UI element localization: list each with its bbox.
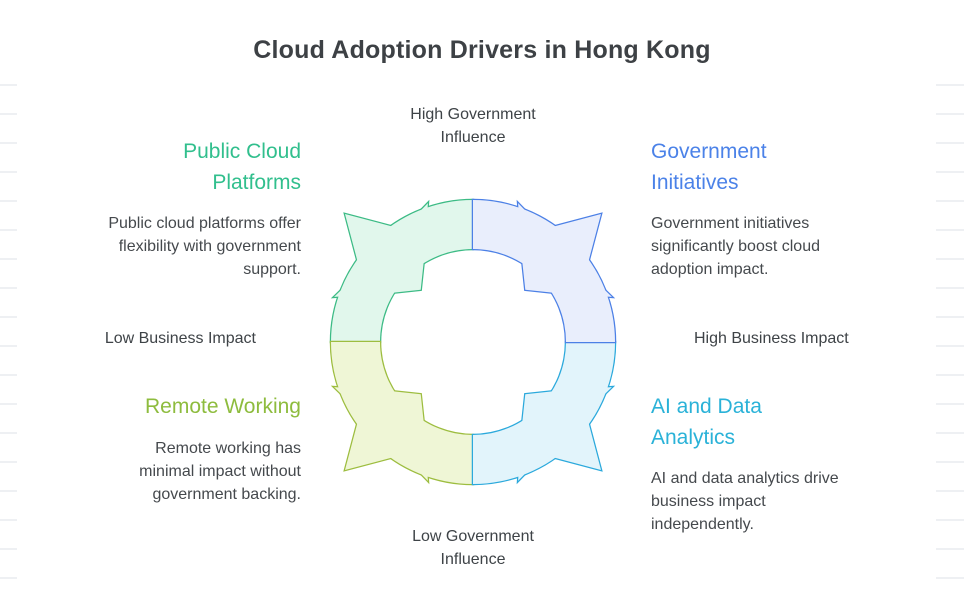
axis-label-right: High Business Impact bbox=[694, 330, 849, 347]
segment-remote-working bbox=[329, 340, 475, 486]
axis-label-bottom: Low Government Influence bbox=[412, 528, 534, 568]
axis-label-left: Low Business Impact bbox=[104, 330, 256, 347]
page-title: Cloud Adoption Drivers in Hong Kong bbox=[253, 36, 711, 64]
quadrant-title: Government Initiatives bbox=[651, 140, 767, 194]
quadrant-description: AI and data analytics drive business imp… bbox=[651, 470, 839, 533]
quadrant-title: Public Cloud Platforms bbox=[183, 140, 301, 194]
segment-public-cloud-platforms bbox=[329, 198, 475, 344]
quadrant-title: AI and Data Analytics bbox=[651, 395, 762, 449]
axis-label-top: High Government Influence bbox=[410, 106, 536, 146]
quadrant-public-cloud-platforms: Public Cloud Platforms Public cloud plat… bbox=[60, 136, 301, 281]
cycle-diagram bbox=[329, 198, 617, 486]
segment-ai-and-data-analytics bbox=[471, 340, 617, 486]
quadrant-description: Government initiatives significantly boo… bbox=[651, 215, 820, 278]
quadrant-ai-and-data-analytics: AI and Data Analytics AI and data analyt… bbox=[651, 391, 861, 536]
quadrant-government-initiatives: Government Initiatives Government initia… bbox=[651, 136, 861, 281]
quadrant-description: Remote working has minimal impact withou… bbox=[139, 440, 301, 503]
quadrant-description: Public cloud platforms offer flexibility… bbox=[108, 215, 301, 278]
background-grid-left bbox=[0, 84, 17, 589]
quadrant-remote-working: Remote Working Remote working has minima… bbox=[60, 391, 301, 506]
background-grid-right bbox=[936, 84, 964, 589]
quadrant-title: Remote Working bbox=[144, 395, 301, 418]
segment-government-initiatives bbox=[471, 198, 617, 344]
